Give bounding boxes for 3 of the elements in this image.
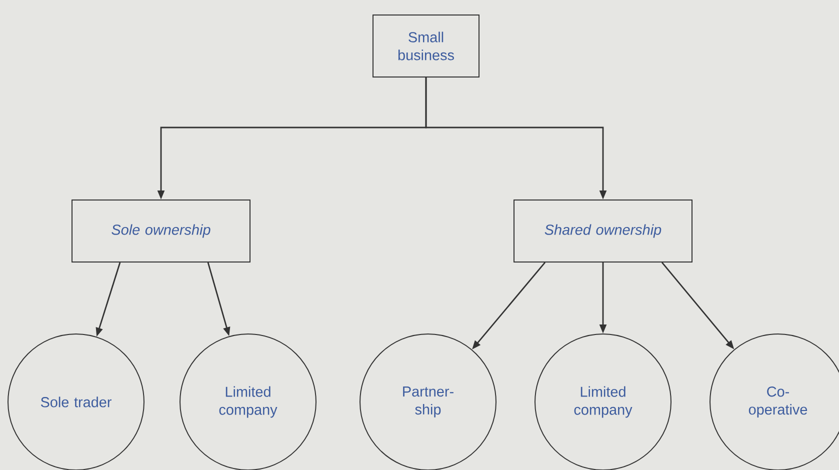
category-box: Sole ownership xyxy=(72,200,250,262)
category-box: Shared ownership xyxy=(514,200,692,262)
category-box: Small business xyxy=(372,14,480,78)
